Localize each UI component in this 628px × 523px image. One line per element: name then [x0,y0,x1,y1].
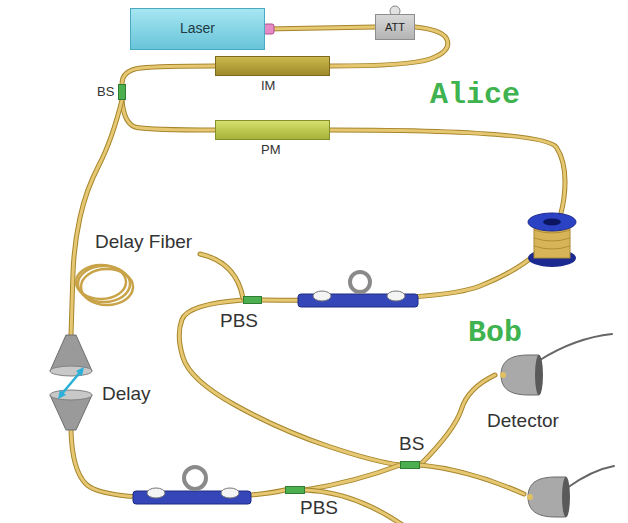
board-title: Bob [468,316,522,351]
detector-window [527,494,533,500]
controller-paddle [313,291,331,301]
loose-fibers [200,254,614,523]
fiber-link [71,430,285,498]
polarization-controller [298,272,418,307]
fiber-core [71,430,285,498]
laser-connector [264,24,274,34]
delay-line-outline-part [58,390,66,399]
detector: Detector [495,352,543,398]
fiber-outline [200,254,243,298]
part-label: Delay Fiber [95,231,192,253]
delay-line: Delay [46,335,96,430]
fiber-core [179,300,400,465]
board-title: Alice [430,78,520,113]
fiber-spool [528,213,576,267]
fiber-link [330,27,448,66]
polarizing-beam-splitter: PBS [243,296,262,304]
polarization-controller [133,467,251,504]
detector-outline-part [501,355,539,395]
fiber-core [330,27,448,66]
delay-line-outline-part [76,367,84,376]
fiber-outline [71,430,285,498]
fiber-core [122,66,215,84]
detector-cable [540,334,612,360]
fiber-link [262,130,565,300]
polarizing-beam-splitter: PBS [285,486,305,494]
component-label: BS [97,85,114,100]
alice-board: Alice Laser ATT IM BS PM [70,2,625,192]
fiber-core [420,465,524,494]
component-label: IM [261,79,275,94]
controller-paddle [184,467,206,489]
fiber-outline [122,100,215,130]
laser-box: Laser [130,8,265,50]
controller-paddle [147,488,165,498]
delay-line-outline-part [60,370,82,396]
component-label: PBS [300,497,338,519]
controller-paddle [350,272,370,292]
component-label: ATT [385,21,405,33]
spool-hole [543,219,561,226]
intensity-modulator: IM [215,56,330,76]
attenuator-knob [390,6,400,16]
alice-board-outline-part [70,178,625,188]
detector-rim [562,477,570,517]
fiber-core [262,130,565,300]
fiber-core [305,465,400,490]
delay-line-outline [46,335,96,430]
phase-modulator: PM [215,120,330,140]
fiber-link [305,465,400,490]
fiber-link [179,300,400,465]
fiber-link [420,375,495,465]
component-label: Detector [487,410,559,432]
controller-paddle [221,488,239,498]
component-label: Laser [180,21,215,36]
delay-line-outline-part [50,366,92,376]
component-label: PBS [220,310,258,332]
fiber-outline [420,375,495,465]
fiber-link [265,27,375,29]
fiber-outline [305,465,400,490]
beam-splitter: BS [118,84,126,100]
component-label: BS [399,433,424,455]
spool-flange [528,213,576,231]
beam-splitter: BS [400,461,420,469]
fiber-link [122,100,215,130]
fiber-core [200,254,243,298]
fiber-outline [420,465,524,494]
fiber-outline [265,27,375,29]
component-label: PM [261,143,281,158]
delay-line-outline-part [50,390,92,400]
controller-paddle [387,291,405,301]
fiber-outline [305,490,404,523]
fiber-core [305,490,404,523]
fiber-core [420,375,495,465]
bob-board-outline-part [10,222,628,523]
detector-outline-part [535,355,543,395]
fiber-outline [330,27,448,66]
fiber-core [265,27,375,29]
attenuator-knob [390,6,400,16]
attenuator-box: ATT [375,14,415,40]
spool-windings [534,230,570,249]
detector-cable [567,466,614,488]
coil-loop [76,265,126,299]
component-label: Delay [102,383,151,405]
fiber-outline [122,66,215,84]
detector-outline [495,352,543,398]
detector-head [527,477,570,517]
fiber-outline [179,300,400,465]
laser-connector [264,24,274,34]
fiber-link [122,66,215,84]
detector-outline-part [500,372,506,378]
alice-board-outline-part [70,2,625,178]
detector-body [528,477,566,517]
fiber-outline [262,130,565,300]
delay-fiber-coil [76,265,133,305]
fiber-core [122,100,215,130]
